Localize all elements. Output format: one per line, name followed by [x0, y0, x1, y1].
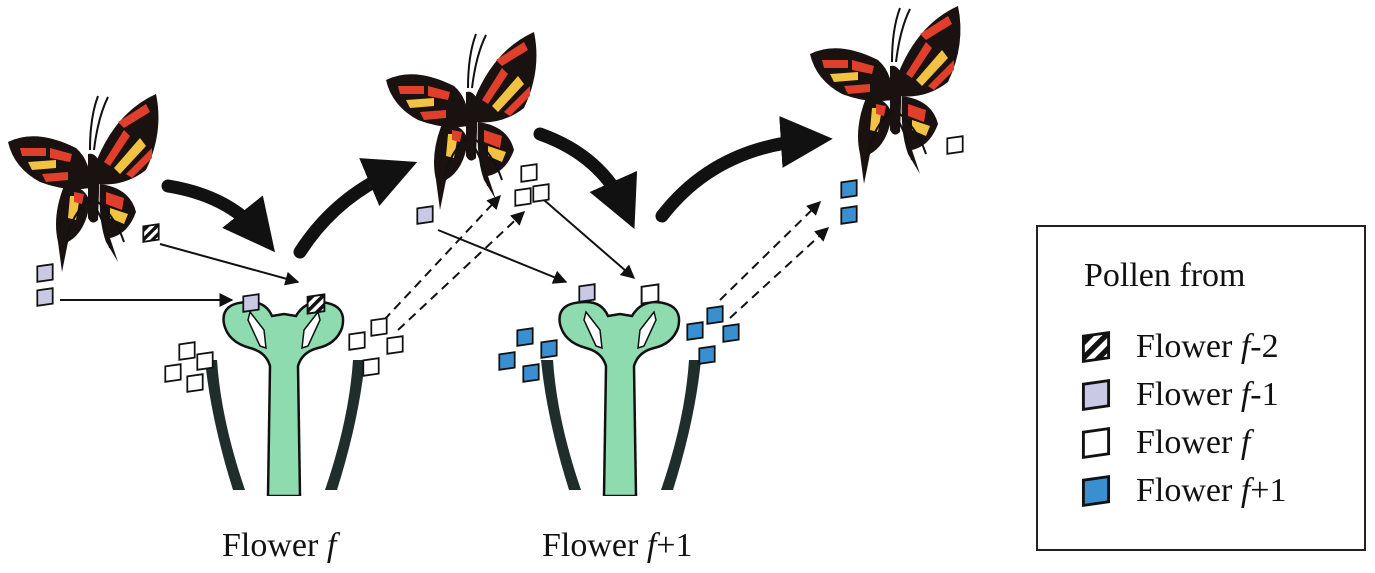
flower-f-plus-1-label: Flower f+1	[542, 527, 692, 565]
pickup-arrow	[720, 202, 820, 300]
pollen-grain-icon	[521, 164, 536, 182]
flight-arrow	[300, 170, 398, 252]
pollen-grain-icon	[197, 352, 212, 370]
pollen-grain-icon	[417, 206, 432, 224]
pollen-grain-icon	[179, 342, 194, 360]
label-suffix: +1	[656, 527, 692, 564]
deposition-arrows	[60, 200, 634, 300]
butterfly1-pollen	[37, 224, 158, 306]
label-prefix: Flower	[542, 527, 647, 564]
butterfly-icon	[8, 94, 158, 272]
pickup-arrow	[398, 212, 524, 330]
pollen-grain-icon	[687, 322, 702, 340]
legend-label: Flower f	[1136, 424, 1250, 462]
pollen-grain-icon	[187, 374, 202, 392]
legend: Pollen from Flower f-2 Flower f-1 Flower…	[1036, 225, 1366, 551]
flower-f-plus-1	[499, 284, 738, 496]
white-pollen-icon	[1078, 425, 1114, 461]
stamen-left	[205, 360, 245, 490]
pollen-grain-icon	[579, 284, 594, 302]
flight-arrow	[168, 186, 262, 236]
legend-item-f: Flower f	[1078, 421, 1250, 465]
legend-title: Pollen from	[1084, 257, 1245, 295]
flower-f-label: Flower f	[222, 527, 336, 565]
pollen-grain-icon	[517, 328, 532, 346]
label-var: f	[327, 527, 336, 564]
pollen-grain-icon	[371, 318, 386, 336]
pollen-grain-icon	[515, 188, 530, 206]
label-prefix: Flower	[222, 527, 327, 564]
legend-item-f-plus-1: Flower f+1	[1078, 469, 1286, 513]
flower-pistil-icon	[224, 302, 344, 496]
legend-item-f-minus-2: Flower f-2	[1078, 325, 1279, 369]
label-var: f	[647, 527, 656, 564]
flight-arrow	[662, 140, 812, 216]
legend-label: Flower f-2	[1136, 328, 1279, 366]
pollen-grain-icon	[499, 352, 514, 370]
pollen-grain-icon	[349, 332, 364, 350]
pollen-grain-icon	[841, 206, 856, 224]
stamen-left	[541, 360, 581, 490]
pickup-arrow	[384, 196, 500, 320]
legend-label: Flower f+1	[1136, 472, 1286, 510]
pollen-grain-icon	[37, 264, 52, 282]
pollen-grain-icon	[533, 184, 548, 202]
pollen-grain-icon	[165, 364, 180, 382]
pollen-grain-icon	[947, 136, 962, 154]
deposition-arrow	[160, 244, 298, 282]
stamen-right	[661, 360, 701, 490]
pollen-grain-icon	[308, 294, 325, 313]
pollen-grain-icon	[707, 306, 722, 324]
flower-pistil-icon	[560, 302, 680, 496]
pollen-grain-icon	[387, 336, 402, 354]
pickup-arrows	[384, 196, 828, 330]
pollen-grain-icon	[523, 364, 538, 382]
pollen-grain-icon	[642, 284, 659, 303]
pollen-grain-icon	[841, 180, 856, 198]
pollen-grain-icon	[37, 288, 52, 306]
pollen-grain-icon	[243, 294, 258, 312]
flower-f	[165, 294, 402, 496]
butterfly-icon	[810, 6, 960, 184]
legend-label: Flower f-1	[1136, 376, 1279, 414]
legend-item-f-minus-1: Flower f-1	[1078, 373, 1279, 417]
lavender-pollen-icon	[1078, 377, 1114, 413]
pollen-grain-icon	[363, 358, 378, 376]
pollen-grain-icon	[541, 340, 556, 358]
pollen-grain-icon	[699, 346, 714, 364]
blue-pollen-icon	[1078, 473, 1114, 509]
butterfly-icon	[386, 32, 536, 210]
pollen-grain-icon	[143, 224, 158, 242]
pollen-grain-icon	[723, 324, 738, 342]
flight-arrow	[540, 134, 626, 210]
hatched-pollen-icon	[1078, 329, 1114, 365]
stamen-right	[325, 360, 365, 490]
